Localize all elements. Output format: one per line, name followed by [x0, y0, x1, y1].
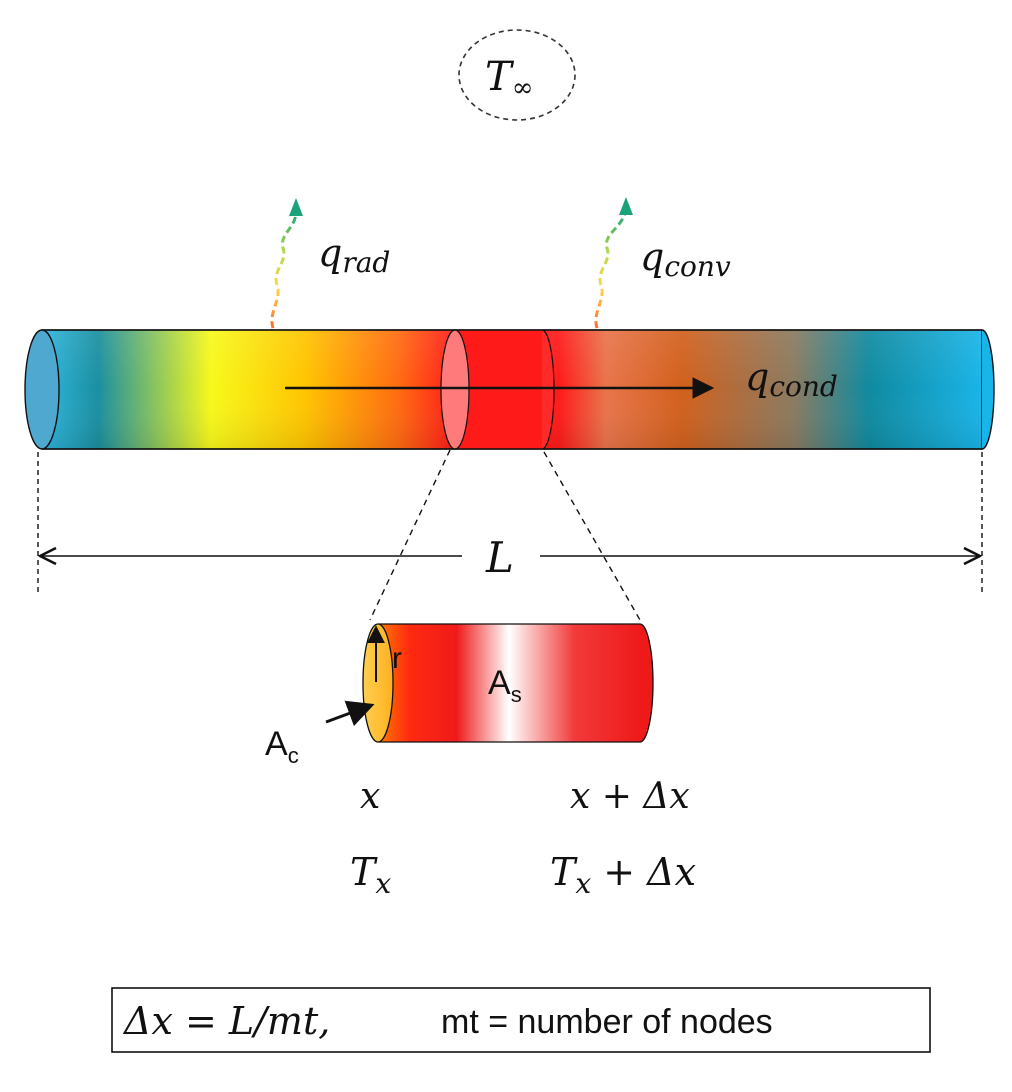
cross-section-pointer	[325, 700, 375, 727]
cross-section-label: Ac	[265, 725, 299, 768]
element-body	[378, 624, 640, 742]
length-label: L	[485, 533, 514, 582]
zoom-line-left	[369, 449, 451, 621]
conduction-label: qcond	[745, 355, 838, 403]
radius-label: r	[392, 642, 402, 675]
convection-heat-arrow	[594, 197, 633, 329]
surface-area-label: As	[488, 664, 522, 707]
differential-element	[362, 623, 654, 743]
radiation-heat-arrow	[270, 198, 303, 329]
element-cross-section	[362, 623, 394, 743]
ambient-temperature: T∞	[458, 29, 576, 121]
rod-element-face	[440, 329, 470, 450]
right-temperature-label: Tx + Δx	[550, 850, 696, 900]
convection-label: qconv	[640, 235, 731, 283]
rod-left-end	[24, 329, 60, 450]
definition-note: mt = number of nodes	[441, 1003, 773, 1041]
right-position-label: x + Δx	[570, 776, 690, 817]
definition-formula: Δx = L/mt,	[122, 999, 330, 1043]
left-temperature-label: Tx	[350, 850, 391, 900]
ambient-bubble	[458, 29, 576, 121]
fin-rod	[24, 329, 995, 450]
rod-right-end	[981, 329, 995, 450]
length-dimension	[37, 452, 983, 595]
definition-box: Δx = L/mt, mt = number of nodes	[111, 987, 931, 1053]
ambient-label: T∞	[485, 54, 533, 103]
zoom-line-right	[543, 451, 641, 621]
element-right-end	[639, 623, 654, 743]
radiation-label: qrad	[318, 231, 390, 279]
left-position-label: x	[360, 776, 380, 817]
